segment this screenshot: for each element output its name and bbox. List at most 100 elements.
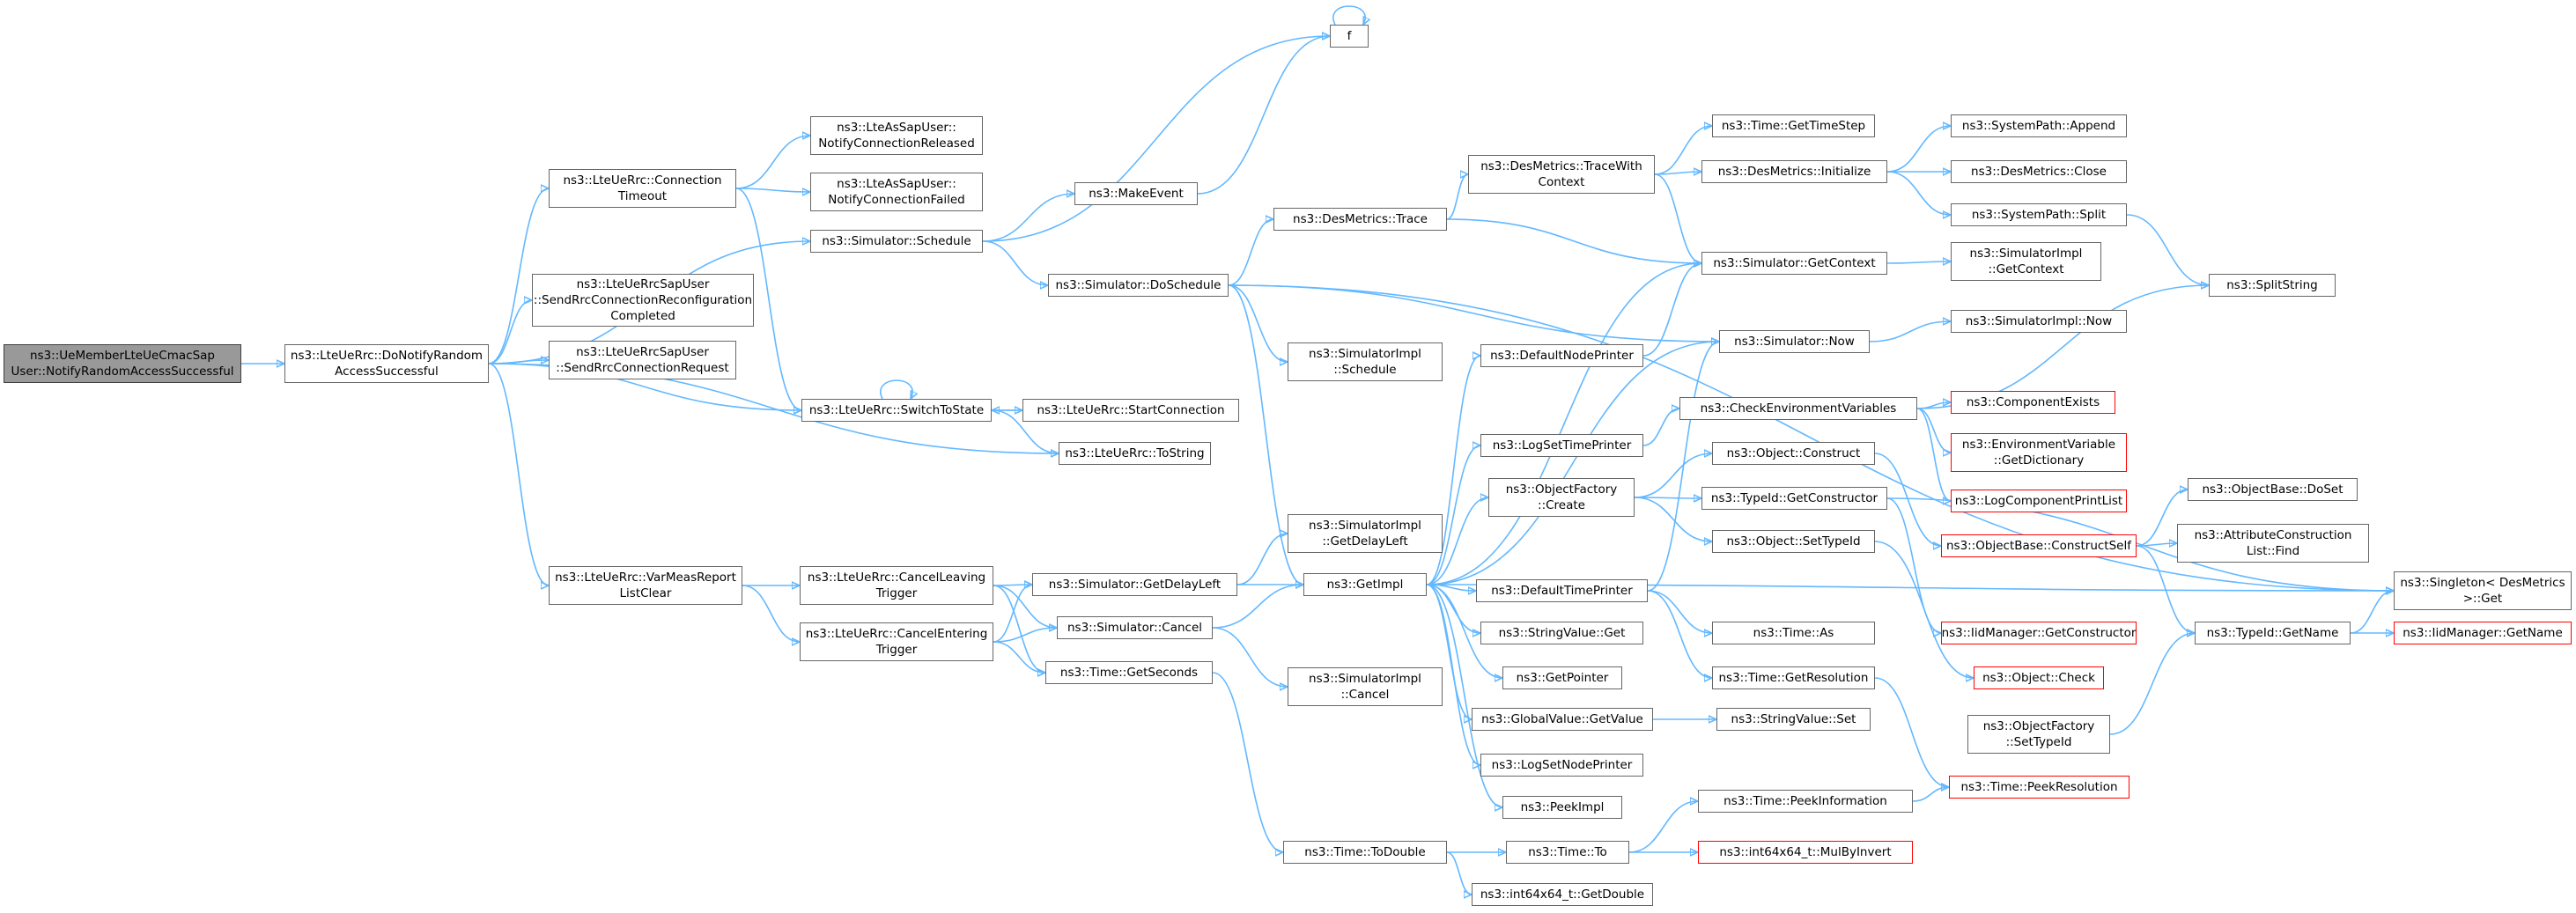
- node-syssplit[interactable]: ns3::SystemPath::Split: [1951, 203, 2127, 226]
- edge-simnow-to-implnow: [1869, 321, 1951, 342]
- edge-desmetricstrace-to-simgetcontext: [1446, 218, 1701, 263]
- node-peekresolution[interactable]: ns3::Time::PeekResolution: [1949, 776, 2129, 799]
- node-defaulttimeprinter[interactable]: ns3::DefaultTimePrinter: [1476, 579, 1648, 602]
- edge-getseconds-to-todouble: [1212, 672, 1283, 852]
- node-desmetricstrace[interactable]: ns3::DesMetrics::Trace: [1273, 208, 1447, 231]
- node-typeidgetctor[interactable]: ns3::TypeId::GetConstructor: [1701, 487, 1887, 510]
- node-splitstring[interactable]: ns3::SplitString: [2209, 274, 2336, 297]
- node-tracewithcontext[interactable]: ns3::DesMetrics::TraceWith Context: [1468, 155, 1655, 194]
- node-objbasedoset[interactable]: ns3::ObjectBase::DoSet: [2188, 478, 2358, 501]
- node-recconf[interactable]: ns3::LteUeRrcSapUser ::SendRrcConnection…: [532, 274, 754, 327]
- edge-getimpl-to-objfactorycreate: [1426, 497, 1488, 585]
- edge-objbaseconstruct-to-objbasedoset: [2136, 490, 2188, 547]
- node-objfactorycreate[interactable]: ns3::ObjectFactory ::Create: [1488, 478, 1635, 517]
- node-desclose[interactable]: ns3::DesMetrics::Close: [1951, 160, 2127, 183]
- node-getdelayleft[interactable]: ns3::Simulator::GetDelayLeft: [1032, 573, 1237, 596]
- node-makeevent[interactable]: ns3::MakeEvent: [1074, 182, 1198, 205]
- node-getresolution[interactable]: ns3::Time::GetResolution: [1712, 666, 1875, 689]
- node-getpointer[interactable]: ns3::GetPointer: [1502, 666, 1622, 689]
- node-todouble[interactable]: ns3::Time::ToDouble: [1283, 841, 1447, 864]
- edge-checkenv-to-componentexists: [1916, 402, 1951, 409]
- edge-desmetricstrace-to-tracewithcontext: [1446, 174, 1468, 220]
- node-stringvalueget[interactable]: ns3::StringValue::Get: [1480, 622, 1643, 644]
- node-iidgetctor[interactable]: ns3::IidManager::GetConstructor: [1941, 622, 2137, 644]
- node-stringvalueset[interactable]: ns3::StringValue::Set: [1716, 708, 1871, 731]
- edge-checkenv-to-logcompprint: [1916, 408, 1951, 501]
- node-getdouble[interactable]: ns3::int64x64_t::GetDouble: [1472, 883, 1653, 906]
- node-componentexists[interactable]: ns3::ComponentExists: [1951, 391, 2115, 414]
- node-logcompprint[interactable]: ns3::LogComponentPrintList: [1951, 490, 2127, 512]
- node-startconn[interactable]: ns3::LteUeRrc::StartConnection: [1022, 399, 1239, 422]
- node-root: ns3::UeMemberLteUeCmacSap User::NotifyRa…: [4, 344, 241, 383]
- edge-conntimeout-to-switchstate: [735, 188, 801, 410]
- edge-todouble-to-getdouble: [1446, 851, 1472, 895]
- edge-donotify-to-conntimeout: [488, 188, 549, 364]
- node-globalgetvalue[interactable]: ns3::GlobalValue::GetValue: [1472, 708, 1653, 731]
- node-simcancel[interactable]: ns3::Simulator::Cancel: [1057, 616, 1213, 639]
- node-varmeas[interactable]: ns3::LteUeRrc::VarMeasReport ListClear: [549, 566, 742, 605]
- edge-defaulttimeprinter-to-timeas: [1647, 590, 1712, 633]
- node-getimpl[interactable]: ns3::GetImpl: [1303, 573, 1427, 596]
- node-tostring[interactable]: ns3::LteUeRrc::ToString: [1059, 442, 1211, 465]
- node-notifyfailed[interactable]: ns3::LteAsSapUser:: NotifyConnectionFail…: [810, 173, 983, 211]
- node-simgetcontext[interactable]: ns3::Simulator::GetContext: [1701, 252, 1887, 275]
- node-checkenv[interactable]: ns3::CheckEnvironmentVariables: [1679, 397, 1917, 420]
- node-attrfind[interactable]: ns3::AttributeConstruction List::Find: [2177, 524, 2369, 563]
- node-cancelentering[interactable]: ns3::LteUeRrc::CancelEntering Trigger: [800, 622, 993, 661]
- node-desinit[interactable]: ns3::DesMetrics::Initialize: [1701, 160, 1887, 183]
- edge-tracewithcontext-to-simgetcontext: [1654, 173, 1701, 263]
- node-objconstruct[interactable]: ns3::Object::Construct: [1712, 442, 1875, 465]
- node-iidgetname[interactable]: ns3::IidManager::GetName: [2394, 622, 2572, 644]
- edge-checkenv-to-splitstring: [1916, 285, 2209, 409]
- node-getseconds[interactable]: ns3::Time::GetSeconds: [1045, 661, 1213, 684]
- node-conntimeout[interactable]: ns3::LteUeRrc::Connection Timeout: [549, 169, 736, 208]
- edge-tracewithcontext-to-gettimestep: [1654, 126, 1712, 175]
- node-f[interactable]: f: [1330, 25, 1369, 48]
- edge-logsettimeprinter-to-checkenv: [1642, 409, 1679, 446]
- node-implgetdelayleft[interactable]: ns3::SimulatorImpl ::GetDelayLeft: [1288, 514, 1443, 553]
- edge-simgetcontext-to-implgetcontext: [1886, 261, 1951, 263]
- node-singletonget[interactable]: ns3::Singleton< DesMetrics >::Get: [2394, 571, 2572, 610]
- node-schedule[interactable]: ns3::Simulator::Schedule: [810, 230, 983, 253]
- node-sysappend[interactable]: ns3::SystemPath::Append: [1951, 114, 2127, 137]
- node-objbaseconstruct[interactable]: ns3::ObjectBase::ConstructSelf: [1941, 534, 2137, 557]
- node-objfactorysettypeid[interactable]: ns3::ObjectFactory ::SetTypeId: [1967, 715, 2110, 754]
- node-logsettimeprinter[interactable]: ns3::LogSetTimePrinter: [1480, 434, 1643, 457]
- edge-switchstate-to-switchstate: [880, 379, 912, 399]
- node-objcheck[interactable]: ns3::Object::Check: [1974, 666, 2104, 689]
- node-cancelleaving[interactable]: ns3::LteUeRrc::CancelLeaving Trigger: [800, 566, 993, 605]
- node-implcancel[interactable]: ns3::SimulatorImpl ::Cancel: [1288, 667, 1443, 706]
- edge-typeidgetname-to-singletonget: [2350, 591, 2394, 634]
- node-objsettypeid[interactable]: ns3::Object::SetTypeId: [1712, 530, 1875, 553]
- node-logsetnodeprinter[interactable]: ns3::LogSetNodePrinter: [1480, 754, 1643, 777]
- edge-getresolution-to-peekresolution: [1874, 677, 1949, 787]
- edge-makeevent-to-f: [1197, 36, 1330, 195]
- node-implgetcontext[interactable]: ns3::SimulatorImpl ::GetContext: [1951, 242, 2101, 281]
- node-timeto[interactable]: ns3::Time::To: [1506, 841, 1629, 864]
- edge-desinit-to-syssplit: [1886, 171, 1951, 215]
- node-reqsap[interactable]: ns3::LteUeRrcSapUser ::SendRrcConnection…: [549, 341, 736, 379]
- edge-getimpl-to-defaultnodeprinter: [1426, 356, 1480, 585]
- node-donotify[interactable]: ns3::LteUeRrc::DoNotifyRandom AccessSucc…: [284, 344, 489, 383]
- edge-donotify-to-varmeas: [488, 363, 549, 585]
- node-gettimestep[interactable]: ns3::Time::GetTimeStep: [1712, 114, 1875, 137]
- edge-getimpl-to-peekimpl: [1426, 584, 1502, 807]
- node-peekimpl[interactable]: ns3::PeekImpl: [1502, 796, 1622, 819]
- node-typeidgetname[interactable]: ns3::TypeId::GetName: [2195, 622, 2351, 644]
- edge-tracewithcontext-to-desinit: [1654, 172, 1701, 174]
- node-doschedule[interactable]: ns3::Simulator::DoSchedule: [1048, 274, 1229, 297]
- node-notifyreleased[interactable]: ns3::LteAsSapUser:: NotifyConnectionRele…: [810, 116, 983, 155]
- node-simnow[interactable]: ns3::Simulator::Now: [1719, 330, 1870, 353]
- edge-getimpl-to-simgetcontext: [1426, 263, 1701, 585]
- node-peekinfo[interactable]: ns3::Time::PeekInformation: [1698, 790, 1913, 813]
- edge-conntimeout-to-notifyreleased: [735, 136, 810, 189]
- edge-defaulttimeprinter-to-getresolution: [1647, 590, 1712, 678]
- node-implschedule[interactable]: ns3::SimulatorImpl ::Schedule: [1288, 342, 1443, 381]
- node-mulbyinvert[interactable]: ns3::int64x64_t::MulByInvert: [1698, 841, 1913, 864]
- node-envdict[interactable]: ns3::EnvironmentVariable ::GetDictionary: [1951, 433, 2127, 472]
- node-implnow[interactable]: ns3::SimulatorImpl::Now: [1951, 310, 2127, 333]
- node-switchstate[interactable]: ns3::LteUeRrc::SwitchToState: [801, 399, 992, 422]
- node-timeas[interactable]: ns3::Time::As: [1712, 622, 1875, 644]
- node-defaultnodeprinter[interactable]: ns3::DefaultNodePrinter: [1480, 344, 1643, 367]
